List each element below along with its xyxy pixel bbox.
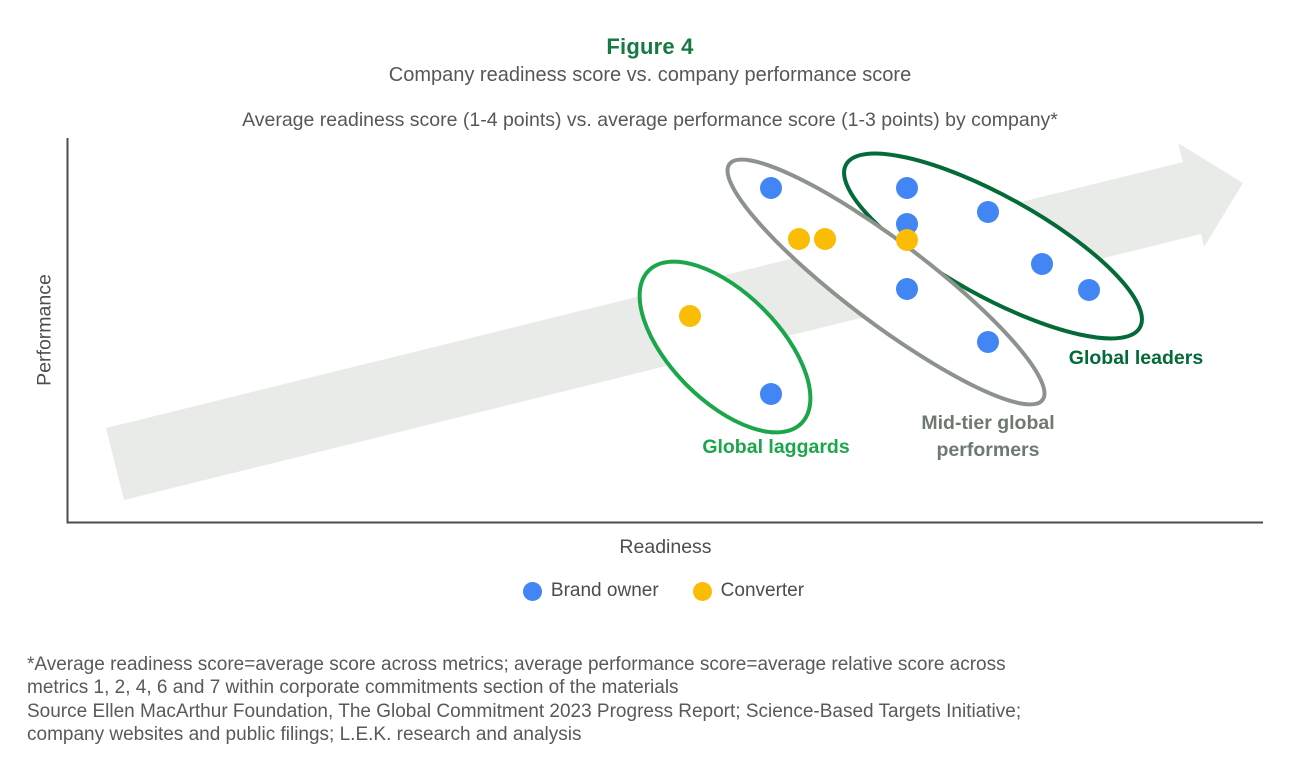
legend-label-brand-owner: Brand owner [550, 580, 659, 601]
data-point-converter [788, 228, 810, 250]
figure-axis-note: Average readiness score (1-4 points) vs.… [242, 109, 1058, 131]
data-point-converter [896, 229, 918, 251]
cluster-ellipse [842, 151, 1144, 341]
brand-owner-dot-icon [522, 581, 542, 601]
legend-label-converter: Converter [720, 580, 805, 601]
data-points [679, 177, 1100, 405]
figure-title: Company readiness score vs. company perf… [388, 64, 912, 86]
chart-legend: Brand owner Converter [0, 580, 1300, 602]
data-point-brand-owner [896, 278, 918, 300]
data-point-brand-owner [896, 177, 918, 199]
cluster-label-global-laggards: Global laggards [702, 436, 850, 458]
footnote-block: *Average readiness score=average score a… [27, 653, 1021, 747]
data-point-brand-owner [977, 201, 999, 223]
footnote-line: company websites and public filings; L.E… [27, 724, 582, 746]
data-point-brand-owner [760, 177, 782, 199]
data-point-brand-owner [896, 213, 918, 235]
y-axis-label: Performance [33, 274, 56, 386]
footnote-line: metrics 1, 2, 4, 6 and 7 within corporat… [27, 677, 679, 699]
legend-item-converter: Converter [692, 580, 805, 602]
cluster-label-mid-tier-global-performers: Mid-tier global performers [921, 412, 1055, 461]
footnote-line: Source Ellen MacArthur Foundation, The G… [27, 700, 1022, 722]
data-point-converter [814, 228, 836, 250]
data-point-brand-owner [1078, 279, 1100, 301]
data-point-brand-owner [977, 331, 999, 353]
cluster-label-global-leaders: Global leaders [1068, 347, 1204, 369]
footnote-line: *Average readiness score=average score a… [27, 654, 1006, 675]
figure-number: Figure 4 [606, 34, 694, 59]
data-point-brand-owner [760, 383, 782, 405]
data-point-brand-owner [1031, 253, 1053, 275]
converter-dot-icon [692, 581, 712, 601]
data-point-converter [679, 305, 701, 327]
legend-item-brand-owner: Brand owner [522, 580, 659, 602]
x-axis-label: Readiness [619, 536, 712, 558]
